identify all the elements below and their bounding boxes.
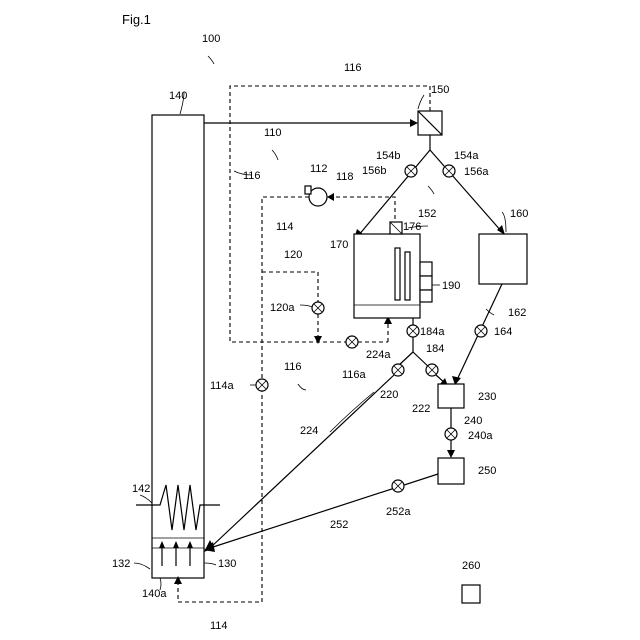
valve-222 xyxy=(426,364,438,376)
valve-156b xyxy=(405,165,417,177)
valve-116a xyxy=(346,336,358,348)
valve-252a xyxy=(392,480,404,492)
label-224a: 224a xyxy=(366,349,391,361)
unit-230 xyxy=(438,384,464,408)
label-250: 250 xyxy=(478,465,496,477)
label-114-a: 114 xyxy=(276,221,294,233)
label-154b: 154b xyxy=(376,150,400,162)
valve-114a xyxy=(256,379,268,391)
label-156a: 156a xyxy=(464,166,489,178)
label-170: 170 xyxy=(330,239,348,251)
plate-b xyxy=(405,252,410,300)
module-190-b xyxy=(420,276,432,290)
label-162: 162 xyxy=(508,307,526,319)
label-118: 118 xyxy=(336,171,354,183)
dashed-line-118 xyxy=(332,197,395,226)
label-240: 240 xyxy=(464,415,482,427)
label-140: 140 xyxy=(169,90,187,102)
label-160: 160 xyxy=(510,208,528,220)
label-142: 142 xyxy=(132,483,150,495)
label-112: 112 xyxy=(310,163,328,175)
label-120: 120 xyxy=(284,249,302,261)
column-140 xyxy=(152,115,204,578)
label-164: 164 xyxy=(494,326,512,338)
arrowhead xyxy=(314,336,322,344)
label-150: 150 xyxy=(431,84,449,96)
label-222: 222 xyxy=(412,403,430,415)
label-220: 220 xyxy=(380,389,398,401)
label-100: 100 xyxy=(202,33,220,45)
figure-title: Fig.1 xyxy=(122,12,151,27)
unit-160 xyxy=(479,234,527,284)
valve-184a xyxy=(407,325,419,337)
line-154a xyxy=(430,150,502,232)
label-260: 260 xyxy=(462,560,480,572)
label-156b: 156b xyxy=(362,165,386,177)
label-190: 190 xyxy=(442,280,460,292)
valve-164 xyxy=(475,325,487,337)
label-184a: 184a xyxy=(420,326,445,338)
label-120a: 120a xyxy=(270,302,295,314)
label-130: 130 xyxy=(218,558,236,570)
label-152: 152 xyxy=(418,208,436,220)
label-224: 224 xyxy=(300,425,318,437)
unit-250 xyxy=(438,458,464,484)
label-240a: 240a xyxy=(468,430,493,442)
arrowhead xyxy=(410,119,418,127)
label-110: 110 xyxy=(264,127,282,139)
label-140a: 140a xyxy=(142,588,167,600)
unit-260 xyxy=(462,585,480,603)
module-190-a xyxy=(420,262,432,276)
label-116-left: 116 xyxy=(243,170,261,182)
module-190-c xyxy=(420,290,432,302)
valve-156a xyxy=(443,165,455,177)
line-224 xyxy=(210,375,394,548)
valve-220 xyxy=(392,364,404,376)
label-132: 132 xyxy=(112,558,130,570)
blower-112 xyxy=(305,186,327,206)
valve-120a xyxy=(312,302,324,314)
label-116a: 116a xyxy=(342,369,367,381)
label-116-bottom: 116 xyxy=(284,361,302,373)
label-114-b: 114 xyxy=(210,620,228,632)
label-154a: 154a xyxy=(454,150,479,162)
label-230: 230 xyxy=(478,391,496,403)
valve-240a xyxy=(445,428,457,440)
label-114a: 114a xyxy=(210,380,235,392)
plate-a xyxy=(395,248,400,300)
arrowhead xyxy=(327,193,334,201)
label-252a: 252a xyxy=(386,506,411,518)
label-176: 176 xyxy=(403,221,421,233)
label-116-top: 116 xyxy=(344,62,362,74)
arrowhead xyxy=(447,450,455,458)
label-252: 252 xyxy=(330,519,348,531)
label-184: 184 xyxy=(426,343,444,355)
